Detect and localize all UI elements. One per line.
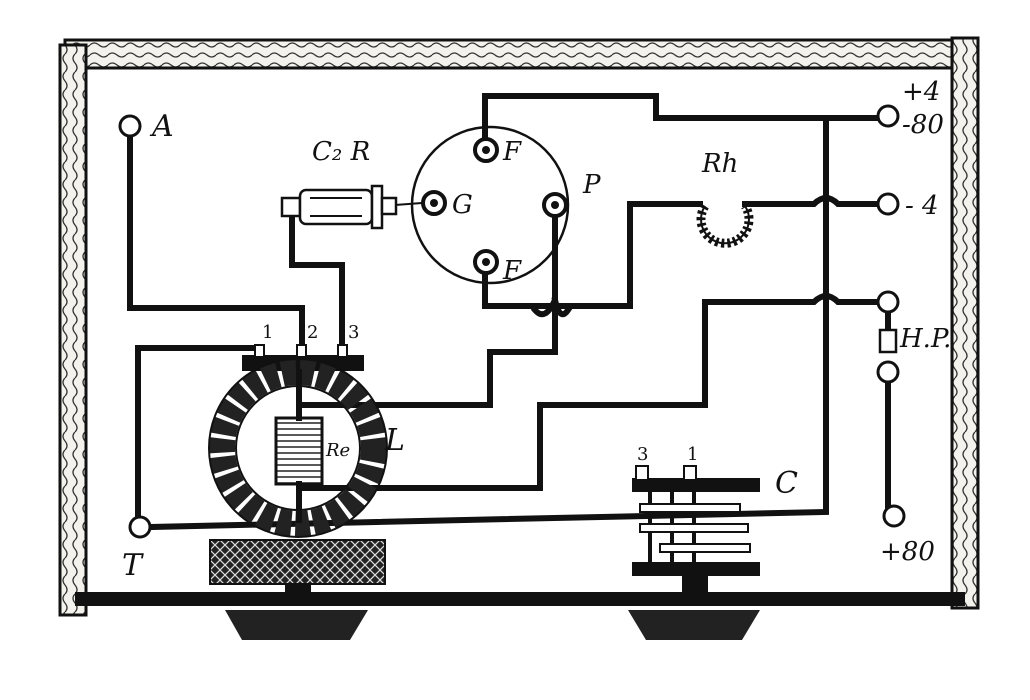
- coil-winding: [209, 359, 387, 537]
- grid-condenser: [280, 184, 423, 230]
- condenser-body: [298, 188, 374, 226]
- wire-rheostat-neg4: [742, 195, 883, 207]
- wire-grid-condenser: [289, 207, 345, 358]
- label-tap1: 1: [262, 322, 273, 343]
- neg4-terminal: [876, 192, 900, 216]
- valve: [410, 125, 570, 285]
- wire-plate-reaction: [297, 307, 558, 408]
- cabinet-top-board: [63, 38, 967, 70]
- labels: A T C₂ R G P F F Rh L Re C H.P. +4 -80 -…: [122, 77, 951, 583]
- coil-assembly: [208, 344, 388, 640]
- headphones-connector: [878, 328, 898, 354]
- label-condenser-resistor: C₂ R: [312, 137, 370, 167]
- wire-earth-bus: [146, 115, 829, 531]
- label-cond3: 3: [637, 444, 648, 465]
- coil-knob: [209, 539, 386, 585]
- wire-aerial: [127, 129, 305, 358]
- cabinet-right-board: [950, 36, 980, 610]
- front-panel-base: [75, 592, 965, 606]
- hp-bottom-terminal: [876, 360, 900, 384]
- pos4-terminal: [876, 104, 900, 128]
- rheostat: [696, 203, 754, 248]
- label-filament-bottom: F: [502, 256, 522, 286]
- reaction-coil: [274, 416, 324, 486]
- wire-plate-crossover: [530, 209, 573, 318]
- label-cond1: 1: [687, 444, 698, 465]
- label-grid: G: [452, 190, 473, 220]
- variable-condenser: [628, 465, 760, 640]
- earth-terminal: [128, 515, 152, 539]
- label-aerial: A: [149, 109, 174, 144]
- condenser-bottom-plate: [632, 562, 760, 576]
- hp-top-terminal: [876, 290, 900, 314]
- label-coil: L: [384, 423, 405, 458]
- wire-filament-pos4: [482, 93, 883, 143]
- wire-reaction-headphones: [297, 293, 885, 491]
- label-reaction: Re: [325, 440, 350, 461]
- label-neg80: -80: [902, 110, 944, 140]
- label-filament-top: F: [502, 137, 522, 167]
- coil-dial: [225, 610, 368, 640]
- condenser-top-plate: [632, 478, 760, 492]
- label-plate: P: [582, 170, 601, 200]
- label-earth: T: [122, 548, 144, 583]
- label-headphones: H.P.: [899, 324, 951, 354]
- label-neg4: - 4: [905, 191, 939, 221]
- terminals: [118, 104, 906, 539]
- condenser-dial: [628, 610, 760, 640]
- label-tap2: 2: [307, 322, 318, 343]
- label-pos80: +80: [880, 537, 935, 567]
- label-tap3: 3: [348, 322, 359, 343]
- wire-filament-rheostat: [482, 201, 703, 309]
- label-pos4: +4: [902, 77, 940, 107]
- cabinet-left-board: [58, 43, 88, 617]
- label-rheostat: Rh: [701, 149, 738, 179]
- aerial-terminal: [118, 114, 142, 138]
- pos80-terminal: [882, 504, 906, 528]
- label-variable-condenser: C: [775, 466, 798, 501]
